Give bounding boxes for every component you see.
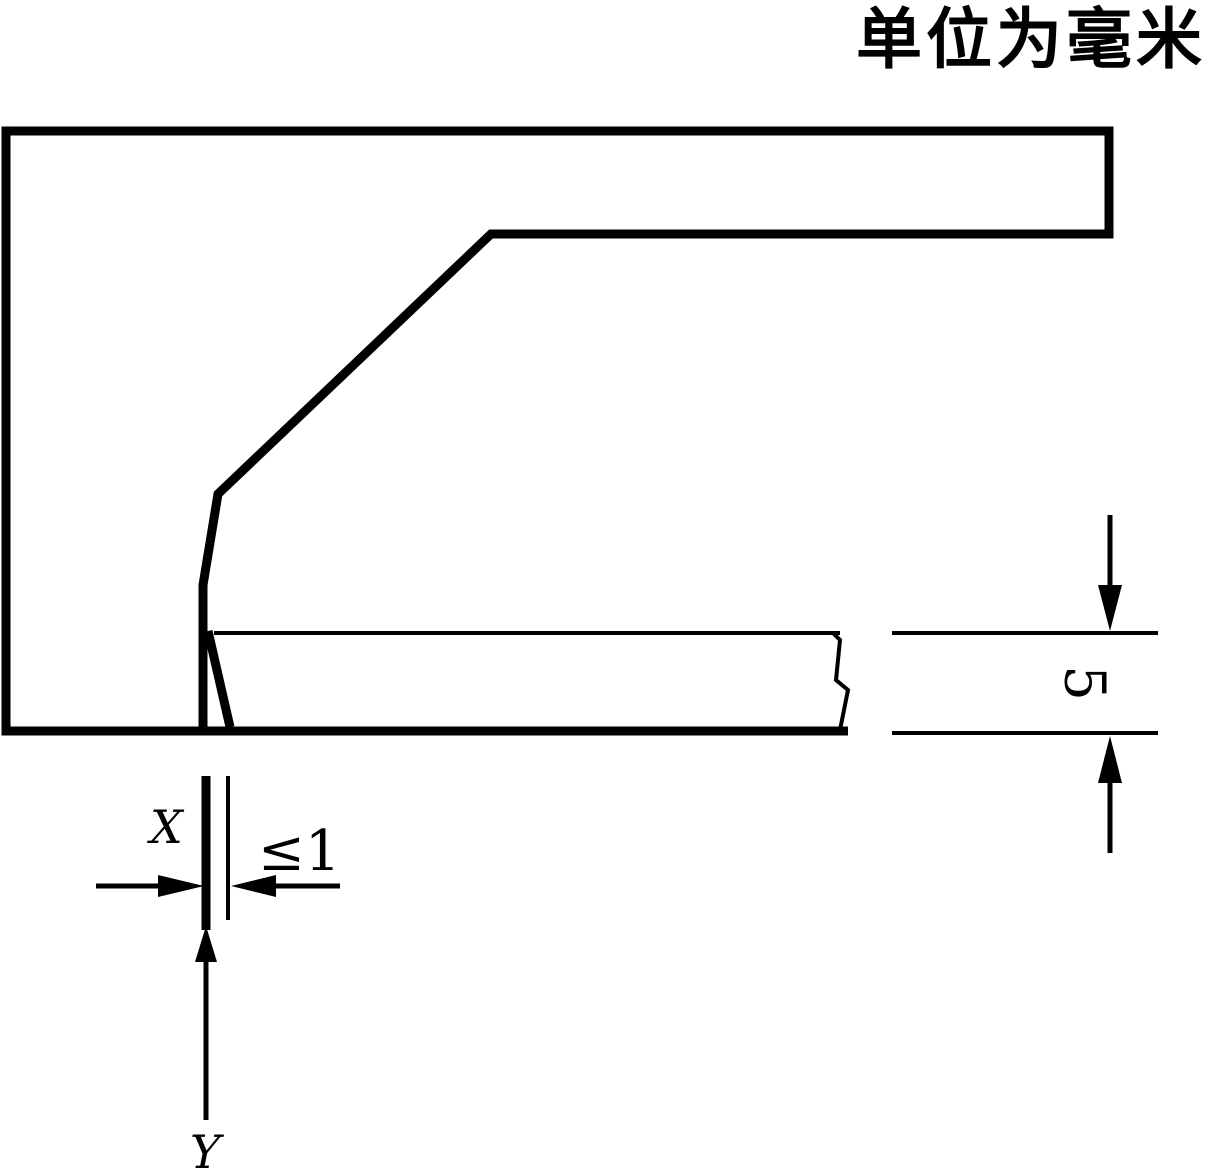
y-arrow-head bbox=[195, 926, 217, 962]
unit-note: 单位为毫米 bbox=[856, 1, 1206, 78]
thickness-arrow-bottom-head bbox=[1098, 736, 1122, 783]
bracket-outline bbox=[1, 126, 1114, 736]
y-label: Y bbox=[190, 1125, 225, 1172]
break-line bbox=[831, 631, 851, 731]
gap-arrow-right-head bbox=[231, 875, 276, 897]
gap-arrow-left-head bbox=[158, 875, 204, 897]
thickness-arrow-top-head bbox=[1098, 585, 1122, 631]
thickness-value: 5 bbox=[1052, 665, 1117, 701]
weld-slant-line bbox=[203, 629, 235, 729]
gap-limit-label: ≤1 bbox=[258, 819, 341, 884]
x-label: X bbox=[147, 800, 185, 854]
